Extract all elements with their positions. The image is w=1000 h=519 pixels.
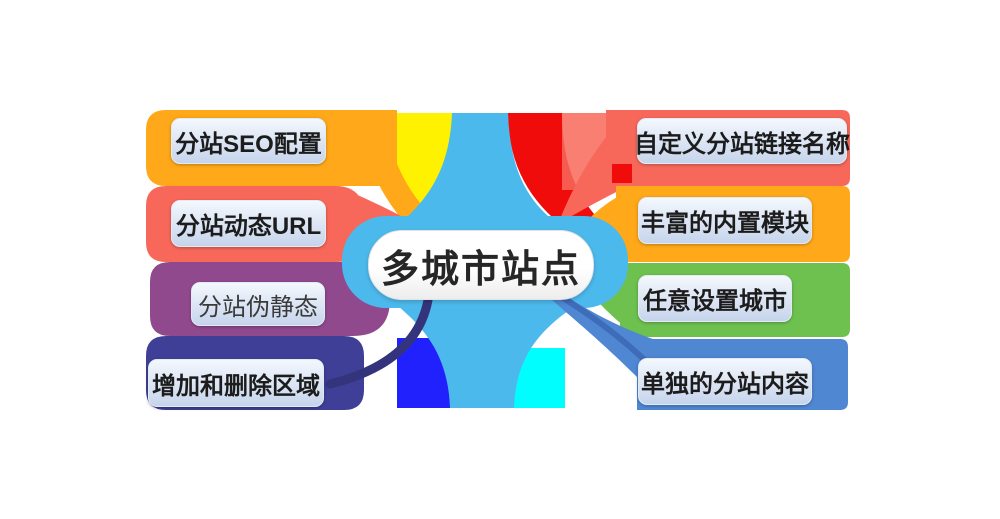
center-node: 多城市站点 [368,230,594,300]
branch-label-pseudo-static: 分站伪静态 [191,282,325,326]
branch-label-custom-link-name: 自定义分站链接名称 [634,118,850,164]
hub-bottom-funnel [398,306,575,408]
branch-label-dynamic-url: 分站动态URL [171,200,326,247]
branch-label-seo-config: 分站SEO配置 [171,118,326,164]
branch-label-builtin-modules: 丰富的内置模块 [638,197,812,244]
swoosh-indigo-curve [325,289,434,389]
branch-label-separate-content: 单独的分站内容 [638,358,812,405]
branch-label-set-cities: 任意设置城市 [638,275,792,322]
ribbon-right-4-sweep [552,291,662,380]
branch-label-add-delete-region: 增加和删除区域 [148,359,324,407]
red-accent-square [612,164,632,183]
hub-top-funnel [408,113,548,216]
ribbon-left-1-sweep [358,110,458,247]
